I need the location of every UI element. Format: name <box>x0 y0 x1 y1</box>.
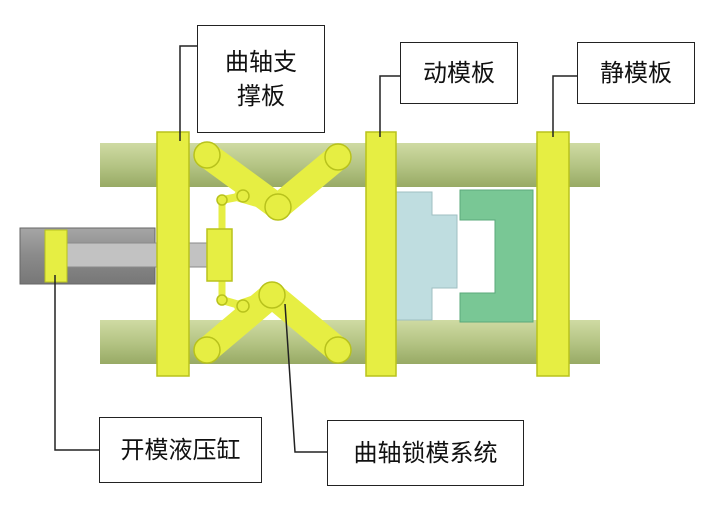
label-open-cylinder: 开模液压缸 <box>99 417 262 483</box>
upper-toggle-links <box>193 141 352 232</box>
moving-platen <box>365 131 397 377</box>
leader-crank-clamp <box>284 303 327 453</box>
leader-crank-support <box>179 45 197 141</box>
crosshead-block <box>206 228 233 282</box>
label-crank-clamp-system: 曲轴锁模系统 <box>327 420 524 486</box>
label-fixed-platen: 静模板 <box>577 42 695 104</box>
fixed-mold-half <box>459 189 534 323</box>
leader-lines <box>54 45 577 453</box>
leader-fixed-platen <box>552 75 577 137</box>
crank-support-plate <box>156 131 190 377</box>
leader-open-cylinder <box>54 275 99 451</box>
leader-moving-platen <box>379 75 400 137</box>
fixed-platen <box>536 131 570 377</box>
piston-band <box>44 229 68 283</box>
moving-mold-half <box>395 191 458 321</box>
label-moving-platen: 动模板 <box>400 42 518 104</box>
lower-toggle-links <box>193 278 352 364</box>
label-crank-support-plate: 曲轴支 撑板 <box>197 25 325 133</box>
